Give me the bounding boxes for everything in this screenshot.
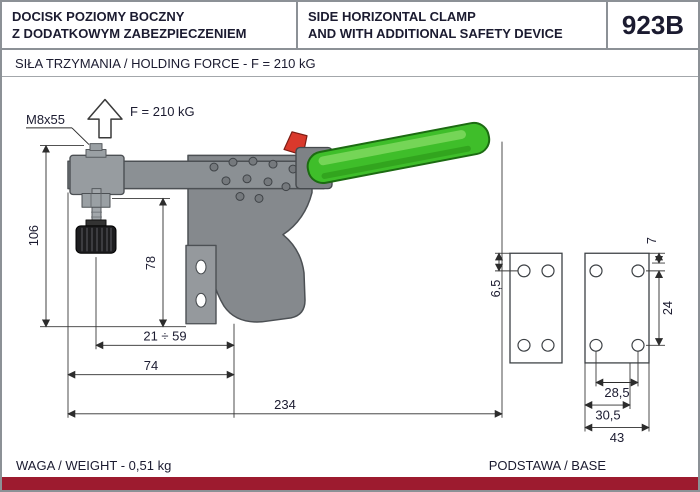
footer: WAGA / WEIGHT - 0,51 kg PODSTAWA / BASE	[2, 453, 698, 477]
title-english: SIDE HORIZONTAL CLAMP AND WITH ADDITIONA…	[298, 2, 608, 48]
mounting-foot	[185, 244, 217, 325]
model-number: 923B	[621, 9, 685, 40]
clamp-dimension-labels: 106 78 21 ÷ 59 74 234	[26, 225, 296, 412]
title-pl-line2: Z DODATKOWYM ZABEZPIECZENIEM	[12, 25, 247, 41]
spindle-cap	[89, 143, 103, 151]
base-caption: PODSTAWA / BASE	[488, 457, 606, 473]
title-pl-line1: DOCISK POZIOMY BOCZNY	[12, 9, 185, 24]
holding-force-text: SIŁA TRZYMANIA / HOLDING FORCE - F = 210…	[15, 56, 316, 71]
accent-bar	[2, 477, 698, 490]
force-arrow-icon	[87, 98, 123, 139]
handle-shadow	[321, 145, 471, 179]
base-plate-right-holes	[589, 264, 645, 352]
thread-label: M8x55	[26, 112, 65, 127]
model-cell: 923B	[608, 2, 698, 48]
holding-force-row: SIŁA TRZYMANIA / HOLDING FORCE - F = 210…	[2, 50, 698, 77]
handle-highlight	[318, 130, 466, 166]
clamp-drawing	[67, 121, 491, 325]
hex-nut	[81, 193, 111, 208]
weight-text: WAGA / WEIGHT - 0,51 kg	[16, 457, 172, 473]
dim-hole-spacing-h2: 30,5	[595, 408, 620, 423]
dim-edge-offset: 6,5	[488, 280, 503, 298]
dim-height-arm: 78	[143, 256, 158, 270]
base-plate-left-holes	[517, 264, 555, 352]
clamp-body	[187, 154, 313, 323]
force-annotation: F = 210 kG	[87, 98, 195, 139]
rivets	[209, 156, 298, 203]
dim-adjust-range: 21 ÷ 59	[143, 329, 186, 344]
dim-total-length: 234	[274, 397, 296, 412]
base-dimension-lines	[494, 252, 665, 432]
dim-base-width: 43	[610, 430, 624, 445]
header: DOCISK POZIOMY BOCZNY Z DODATKOWYM ZABEZ…	[2, 2, 698, 50]
force-label: F = 210 kG	[130, 104, 195, 119]
title-polish: DOCISK POZIOMY BOCZNY Z DODATKOWYM ZABEZ…	[2, 2, 298, 48]
knob-ridges	[81, 227, 112, 252]
technical-drawing-svg: F = 210 kG M8x55	[26, 98, 675, 445]
base-dimension-labels: 6,5 7 24 28,5 30,5 43	[488, 237, 675, 445]
knurled-knob	[75, 225, 117, 254]
title-en-line2: AND WITH ADDITIONAL SAFETY DEVICE	[308, 25, 563, 41]
foot-hole	[195, 292, 207, 308]
dim-hole-spacing-v: 24	[660, 301, 675, 315]
thread-leader	[71, 127, 90, 145]
thread-annotation: M8x55	[26, 112, 90, 145]
dim-height-total: 106	[26, 225, 41, 246]
handle-group	[306, 121, 491, 184]
title-en-line1: SIDE HORIZONTAL CLAMP	[308, 9, 476, 24]
dim-base-length: 74	[144, 358, 158, 373]
clamp-dimensions	[40, 141, 503, 418]
dim-hole-spacing-h: 28,5	[604, 385, 629, 400]
base-plate-drawing: 6,5 7 24 28,5 30,5 43	[488, 237, 675, 445]
technical-drawing-area: F = 210 kG M8x55	[2, 77, 698, 453]
dim-top-offset: 7	[644, 237, 659, 244]
foot-hole	[195, 259, 207, 275]
